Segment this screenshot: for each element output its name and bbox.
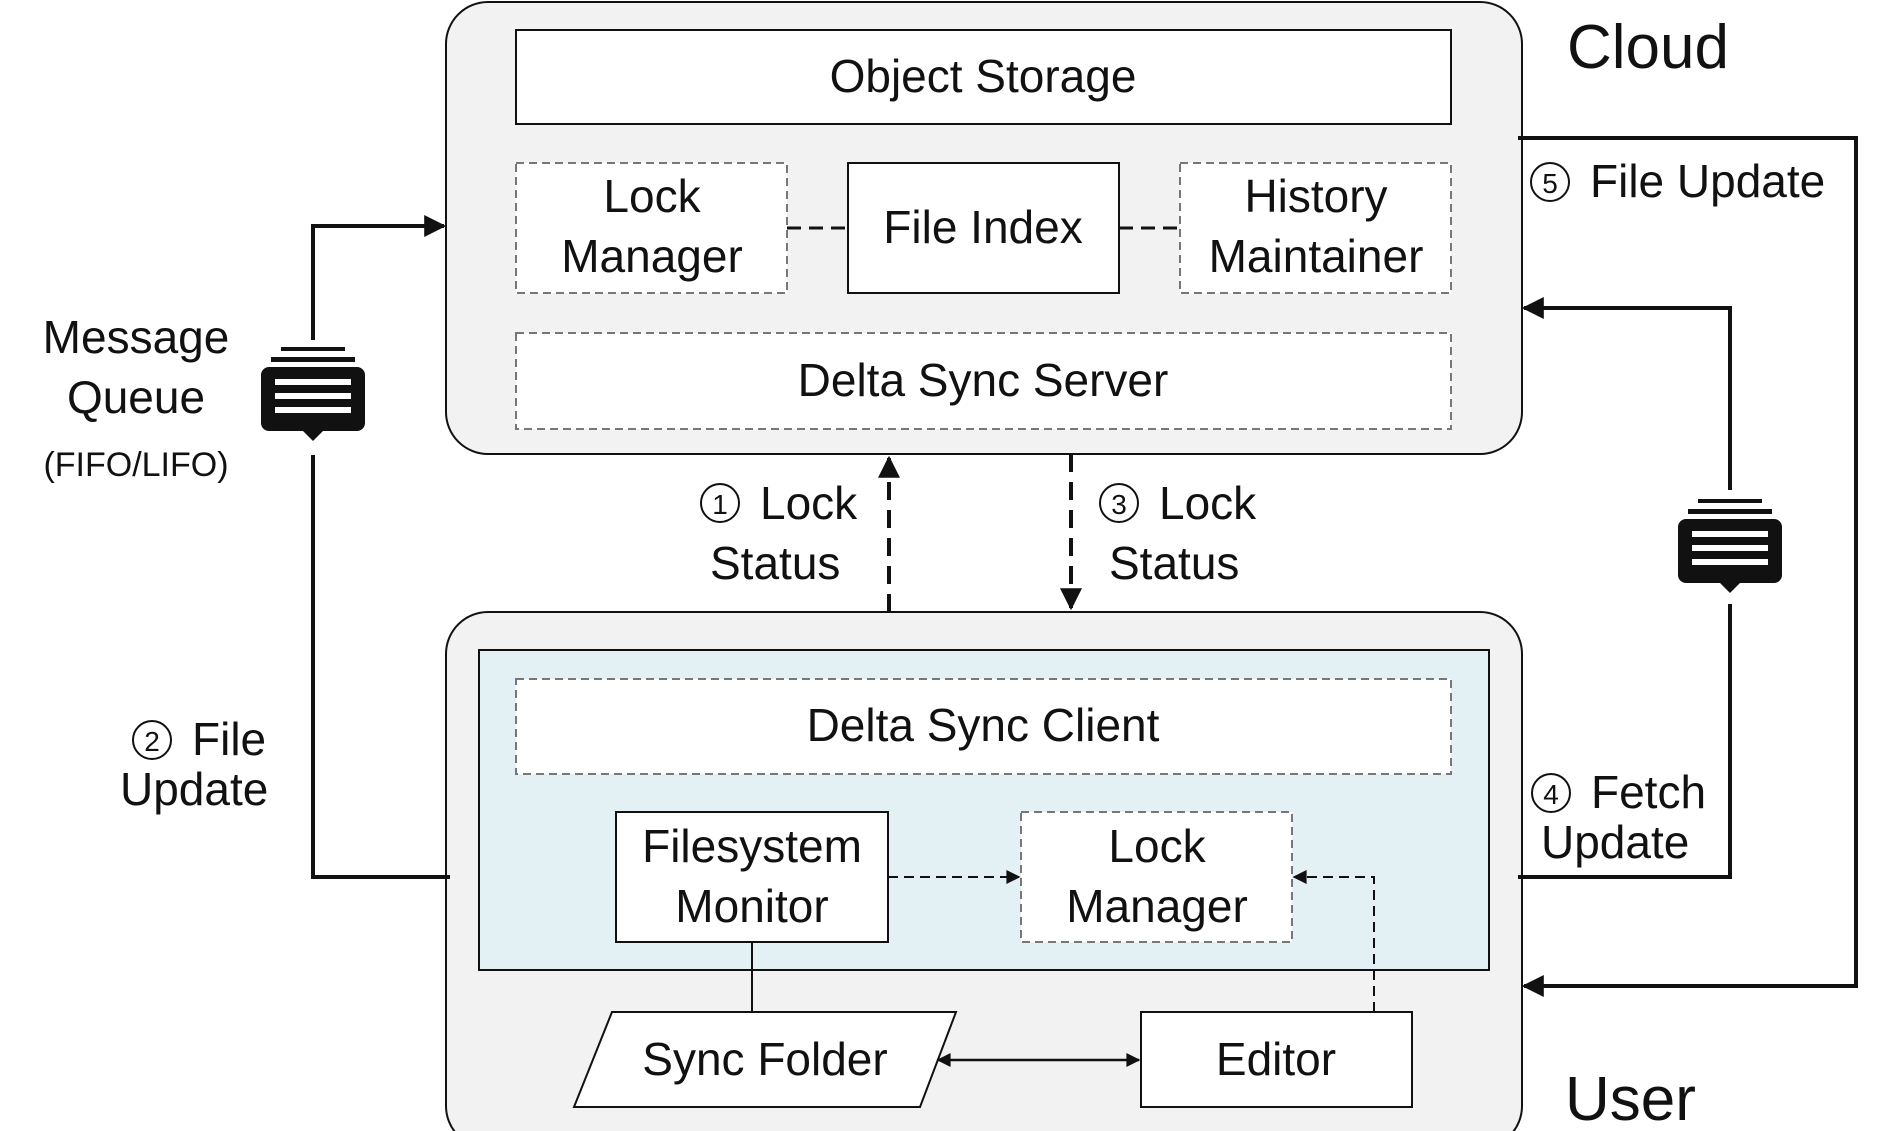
message-queue-label-3: (FIFO/LIFO) [43,446,228,484]
step2-upper-arrow [311,215,447,340]
step2-label-2: Update [120,763,268,815]
editor-box: Editor [1140,1011,1413,1108]
step3-label: 3 Lock Status [1099,477,1257,589]
step4-upper-arrow [1521,297,1732,490]
step3-label-1: Lock [1159,477,1257,529]
step1-label: 1 Lock Status [700,477,858,589]
sync-folder-label: Sync Folder [642,1033,887,1085]
step4-number: 4 [1543,779,1559,810]
history-maintainer-label-1: History [1244,170,1387,222]
file-index-label: File Index [883,201,1082,253]
object-storage-label: Object Storage [830,50,1137,102]
step1-label-2: Status [710,537,840,589]
cloud-lock-manager-label-1: Lock [603,170,701,222]
step5-file-update-arrow [1518,136,1858,997]
step2-lower-line [311,455,450,879]
message-queue-icon [1678,499,1782,593]
step3-number: 3 [1111,489,1127,520]
step4-label: 4 Fetch Update [1531,766,1706,868]
user-lock-manager-box: Lock Manager [1020,811,1293,943]
step4-label-1: Fetch [1591,766,1706,818]
step2-label-1: File [192,713,266,765]
step5-label: 5 File Update [1530,155,1825,207]
sync-folder-shape: Sync Folder [572,1011,958,1108]
message-queue-icon [261,347,365,441]
message-queue-label-1: Message [43,311,230,363]
cloud-lock-manager-box: Lock Manager [515,162,788,294]
cloud-label: Cloud [1567,13,1729,82]
delta-sync-client-label: Delta Sync Client [807,699,1160,751]
filesystem-monitor-box: Filesystem Monitor [615,811,889,943]
file-index-box: File Index [847,162,1120,294]
step5-label-1: File Update [1590,155,1825,207]
object-storage-box: Object Storage [515,29,1452,125]
delta-sync-client-box: Delta Sync Client [515,678,1452,775]
user-label: User [1565,1065,1696,1131]
cloud-lock-manager-label-2: Manager [561,230,743,282]
step5-number: 5 [1542,168,1558,199]
user-lock-manager-label-1: Lock [1108,820,1206,872]
step2-number: 2 [144,726,160,757]
history-maintainer-box: History Maintainer [1179,162,1452,294]
step3-label-2: Status [1109,537,1239,589]
step2-label: 2 File Update [120,713,268,815]
delta-sync-server-label: Delta Sync Server [798,354,1169,406]
step4-lower-line [1518,604,1732,879]
filesystem-monitor-label-2: Monitor [675,880,828,932]
editor-label: Editor [1216,1033,1336,1085]
delta-sync-server-box: Delta Sync Server [515,332,1452,430]
history-maintainer-label-2: Maintainer [1209,230,1424,282]
step1-label-1: Lock [760,477,858,529]
filesystem-monitor-label-1: Filesystem [642,820,862,872]
editor-to-lock-arrow [1292,870,1375,1012]
step1-number: 1 [712,489,728,520]
user-lock-manager-label-2: Manager [1066,880,1248,932]
message-queue-label-2: Queue [67,371,205,423]
step4-label-2: Update [1541,816,1689,868]
